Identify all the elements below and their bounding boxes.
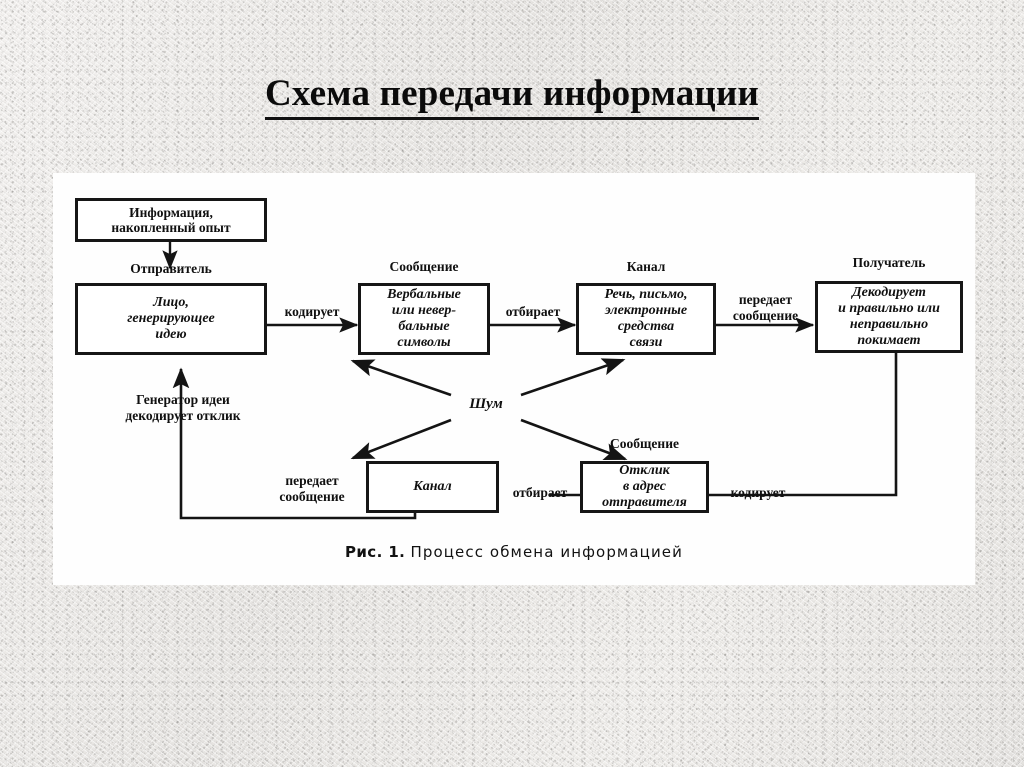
- arrow-noise-upper-right: [520, 358, 626, 397]
- path-receiver-to-feedback: [709, 353, 898, 497]
- information-exchange-diagram: Информация, накопленный опыт Лицо, генер…: [53, 173, 975, 585]
- label-channel-top: Канал: [626, 259, 666, 274]
- box-information-text: Информация, накопленный опыт: [111, 204, 231, 235]
- label-generator-decodes: Генератор идеи декодирует отклик: [125, 392, 241, 424]
- box-channel-feedback-text: Канал: [413, 479, 452, 495]
- figure-caption-text: Процесс обмена информацией: [410, 543, 683, 561]
- box-sender[interactable]: Лицо, генерирующее идею: [75, 283, 267, 355]
- diagram-panel: Информация, накопленный опыт Лицо, генер…: [53, 173, 975, 585]
- box-channel-feedback[interactable]: Канал: [366, 461, 499, 513]
- box-receiver[interactable]: Декодирует и правильно или неправильно п…: [815, 281, 963, 353]
- label-message-bottom: Сообщение: [610, 436, 679, 451]
- box-information[interactable]: Информация, накопленный опыт: [75, 198, 267, 242]
- arrow-noise-lower-left: [350, 418, 452, 460]
- figure-caption: Рис. 1. Процесс обмена информацией: [53, 543, 975, 561]
- page-title: Схема передачи информации: [0, 72, 1024, 120]
- arrow-label-peredaet-bottom: передает сообщение: [279, 473, 345, 505]
- label-sender: Отправитель: [130, 261, 212, 276]
- box-receiver-text: Декодирует и правильно или неправильно п…: [838, 285, 940, 348]
- box-feedback-response-text: Отклик в адрес отправителя: [602, 463, 687, 510]
- label-message-top: Сообщение: [389, 259, 459, 274]
- box-symbols-text: Вербальные или невер- бальные символы: [387, 287, 461, 350]
- box-sender-text: Лицо, генерирующее идею: [127, 295, 215, 342]
- arrow-label-peredaet-top: передает сообщение: [732, 292, 799, 324]
- arrow-noise-upper-left: [350, 359, 452, 397]
- box-channel[interactable]: Речь, письмо, электронные средства связи: [576, 283, 716, 355]
- box-feedback-response[interactable]: Отклик в адрес отправителя: [580, 461, 709, 513]
- box-channel-text: Речь, письмо, электронные средства связи: [604, 287, 688, 350]
- figure-caption-prefix: Рис. 1.: [345, 543, 406, 561]
- arrow-label-otbiraet-top: отбирает: [505, 304, 561, 319]
- arrow-label-otbiraet-bottom: отбирает: [512, 485, 568, 500]
- label-receiver-top: Получатель: [852, 255, 926, 270]
- arrow-label-kodiruet-top: кодирует: [284, 304, 340, 319]
- page-title-text: Схема передачи информации: [264, 72, 759, 120]
- box-symbols[interactable]: Вербальные или невер- бальные символы: [358, 283, 490, 355]
- label-noise: Шум: [469, 396, 503, 412]
- arrow-label-kodiruet-bottom: кодирует: [730, 485, 786, 500]
